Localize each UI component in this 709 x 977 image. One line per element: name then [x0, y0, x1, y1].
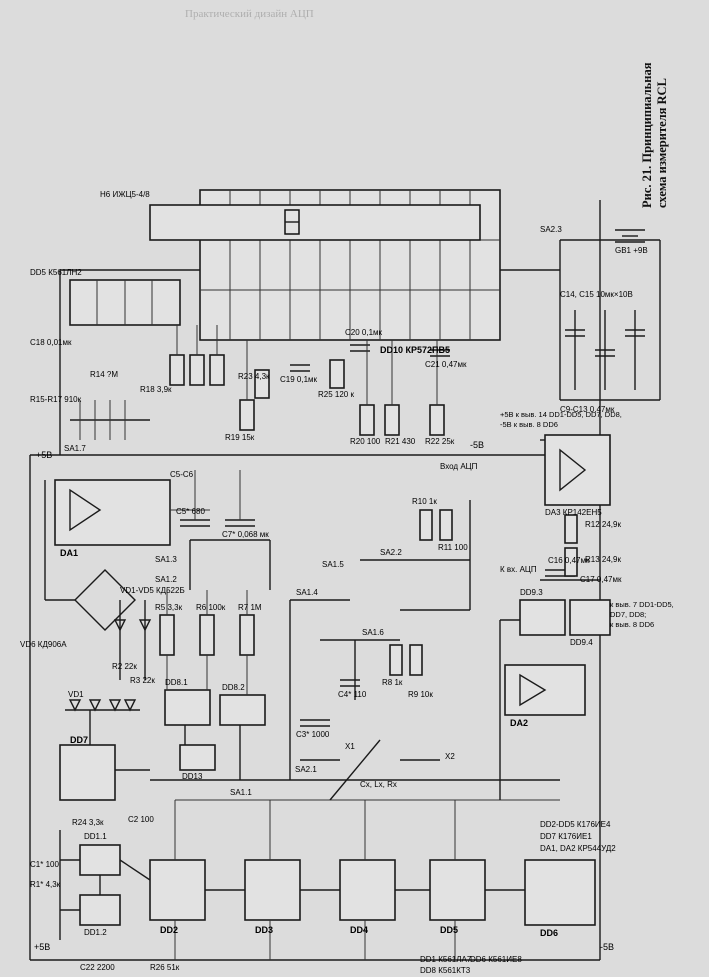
ic-dd5	[429, 859, 486, 921]
diode	[108, 699, 122, 712]
resistor-r20	[359, 404, 375, 436]
resistor-r23	[254, 369, 270, 399]
resistor-r15	[169, 354, 185, 386]
resistor-r10	[419, 509, 433, 541]
resistor-r6	[199, 614, 215, 656]
resistor-r13	[564, 547, 578, 577]
ic-da3	[544, 434, 611, 506]
resistor-r19	[239, 399, 255, 431]
bleed-through-text: Практический дизайн АЦП	[185, 8, 314, 20]
resistor-r11	[439, 509, 453, 541]
resistor-r17	[209, 354, 225, 386]
diode	[68, 699, 82, 712]
ic-da1	[54, 479, 171, 546]
bridge-vd6	[74, 569, 136, 631]
resistor-r9	[409, 644, 423, 676]
resistor-r12	[564, 514, 578, 544]
ic-dd1-2	[79, 894, 121, 926]
resistor-r25	[329, 359, 345, 389]
resistor-r7	[239, 614, 255, 656]
ic-dd9-3	[519, 599, 566, 636]
resistor-r22	[429, 404, 445, 436]
ic-dd1-1	[79, 844, 121, 876]
ic-dd8-2	[219, 694, 266, 726]
resistor-r21	[384, 404, 400, 436]
ic-dd8-1	[164, 689, 211, 726]
ic-dd4	[339, 859, 396, 921]
ic-dd9-4	[569, 599, 611, 636]
resistor-r8	[389, 644, 403, 676]
lcd-h6	[149, 204, 481, 241]
ic-dd3	[244, 859, 301, 921]
ic-dd7	[59, 744, 116, 801]
ic-dd2	[149, 859, 206, 921]
diode	[88, 699, 102, 712]
ic-dd6	[524, 859, 596, 926]
resistor-r16	[189, 354, 205, 386]
resistor-r5	[159, 614, 175, 656]
ic-dd13	[179, 744, 216, 771]
diode	[123, 699, 137, 712]
